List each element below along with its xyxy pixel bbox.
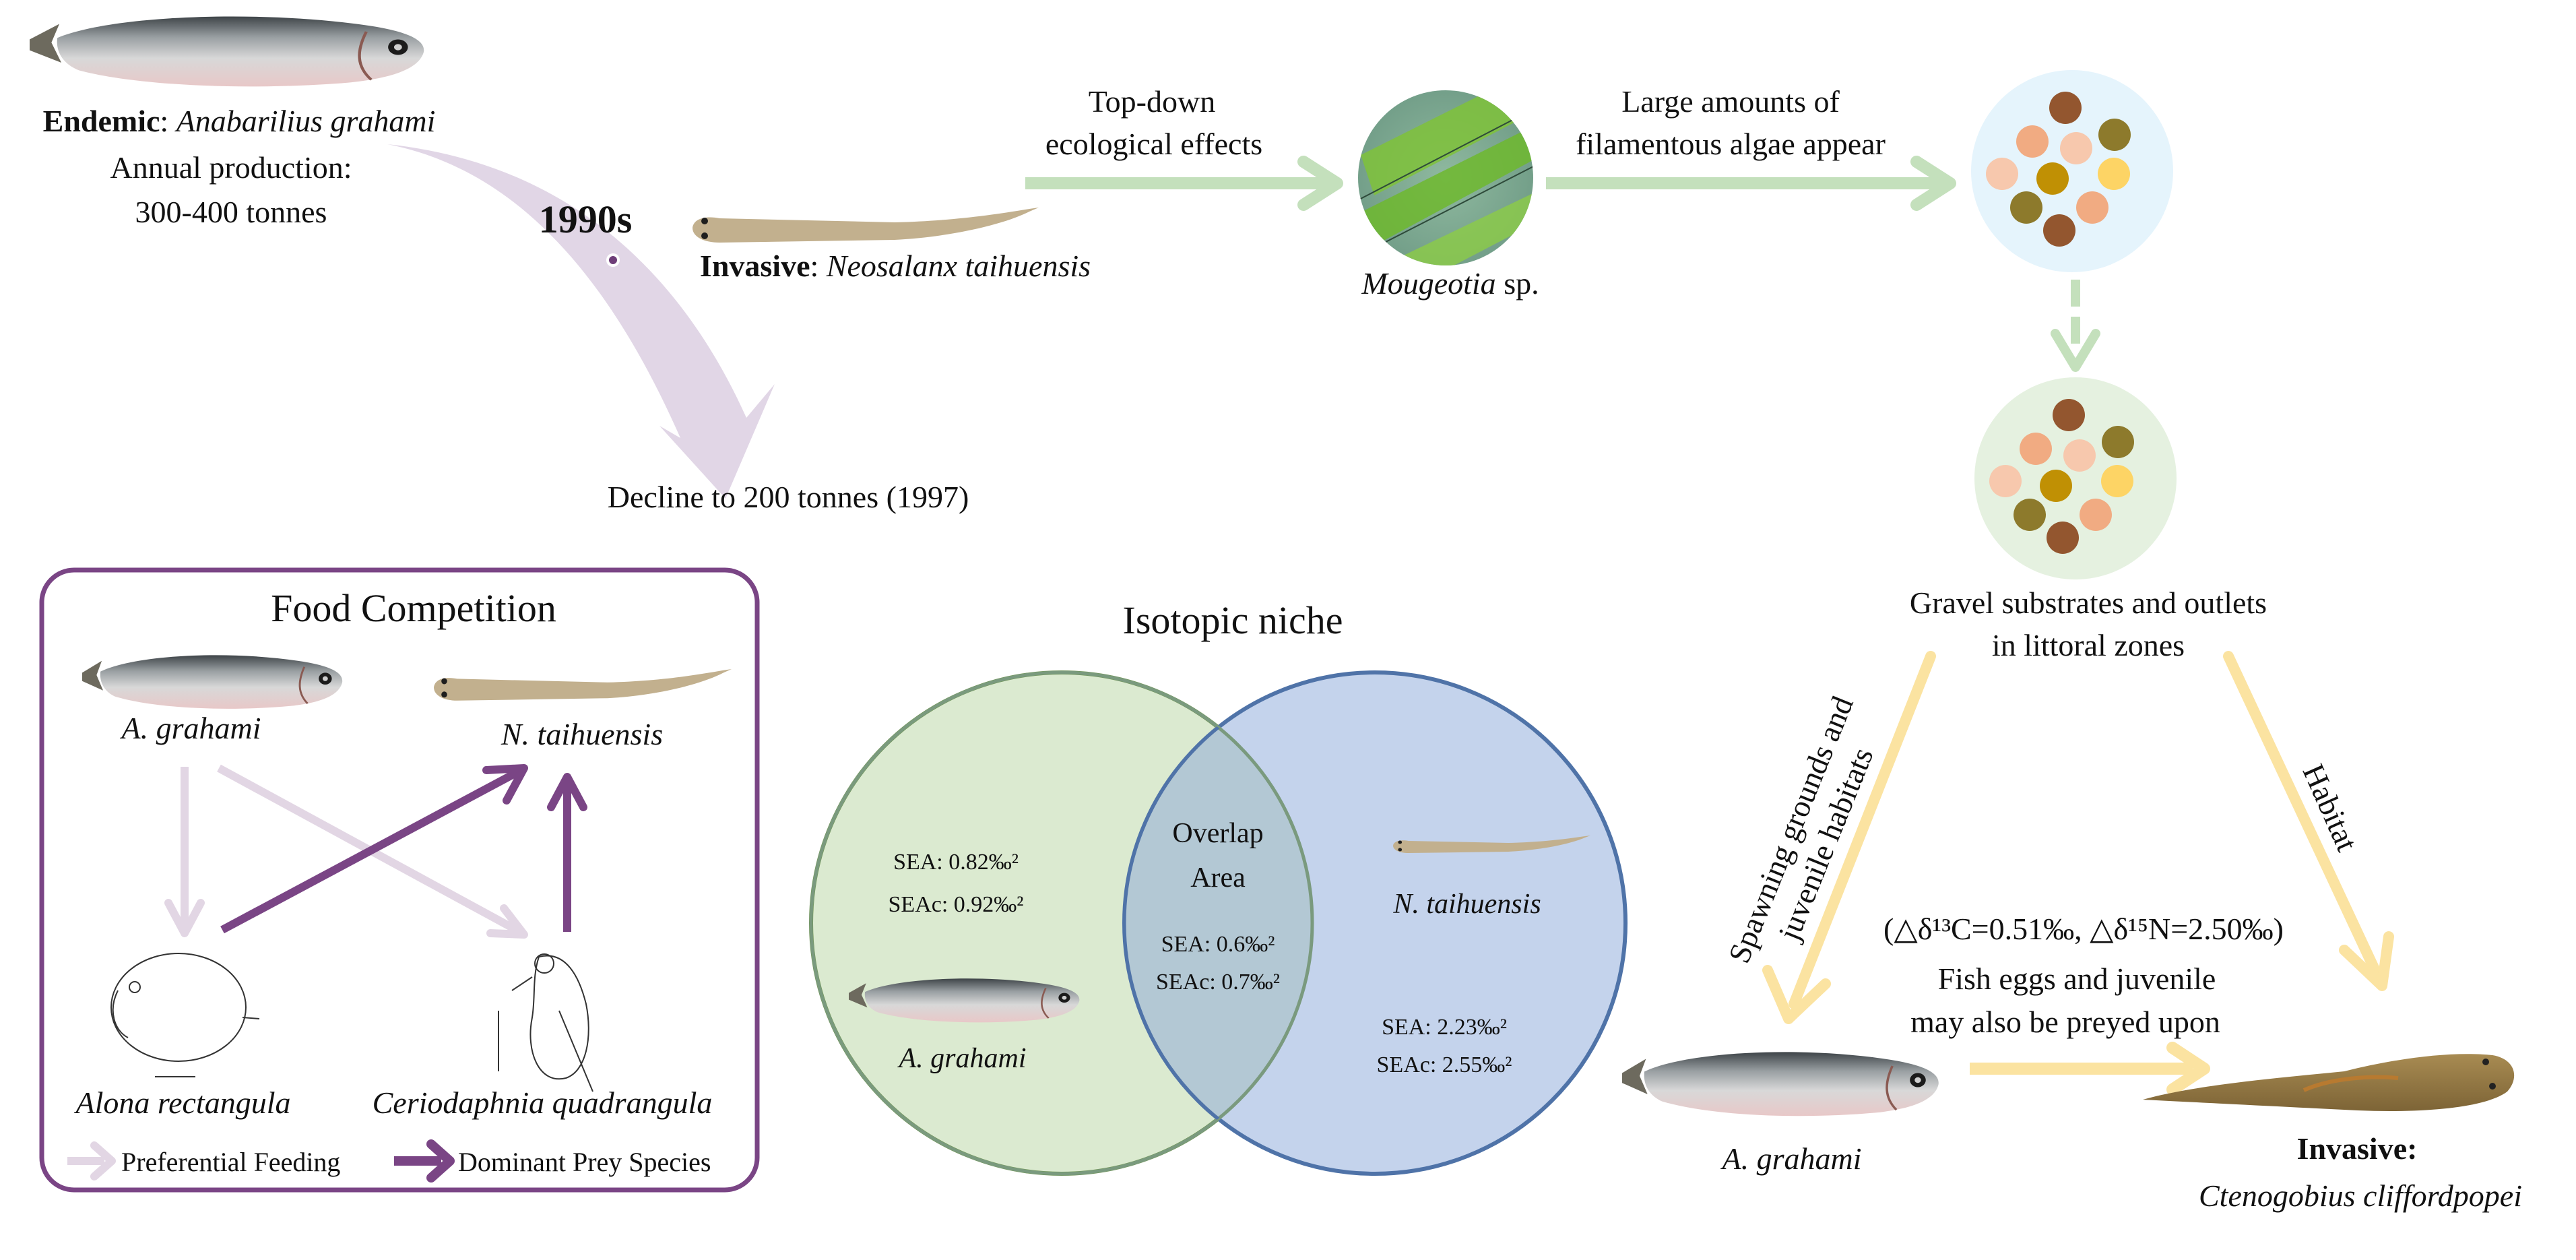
endemic-species: Anabarilius grahami	[174, 104, 436, 138]
venn-n-taihuensis-label: N. taihuensis	[1392, 889, 1541, 920]
legend-preferential-label: Preferential Feeding	[121, 1147, 340, 1177]
yellow-arrow-habitat	[2223, 651, 2394, 991]
food-competition-border	[39, 567, 760, 1193]
invasive-caption: Invasive: Neosalanx taihuensis	[700, 249, 1091, 283]
algae-suffix: sp.	[1496, 266, 1539, 301]
pebble	[2098, 158, 2130, 190]
pebble	[2014, 499, 2046, 531]
dashed-green-arrow	[2051, 280, 2100, 372]
green-arrow-2	[1546, 156, 1956, 211]
pebble	[2101, 465, 2133, 497]
pebble-cluster-gravel	[1974, 377, 2177, 579]
pebble	[2076, 191, 2108, 224]
pebble	[1989, 465, 2022, 497]
pebble	[2053, 399, 2085, 431]
native-fish-image	[1621, 1050, 1940, 1118]
overlap-label-line1: Overlap	[1172, 818, 1263, 849]
prey-1-label: Alona rectangula	[74, 1085, 291, 1120]
delta-isotope-text: (△δ¹³C=0.51‰, △δ¹⁵N=2.50‰)	[1883, 912, 2284, 946]
venn-a-grahami-label: A. grahami	[897, 1043, 1027, 1074]
top-down-line1: Top-down	[1089, 84, 1215, 119]
spawning-label: Spawning grounds and juvenile habitats	[1722, 691, 1880, 968]
timeline-section: Endemic: Anabarilius grahami Annual prod…	[30, 16, 1091, 514]
algae-line2: filamentous algae appear	[1576, 127, 1886, 161]
predation-line2: may also be preyed upon	[1910, 1005, 2220, 1039]
yellow-arrow-spawning	[1762, 651, 1936, 1024]
venn-circle-n-outline-inner	[1122, 672, 1312, 1174]
pebble	[1986, 158, 2018, 190]
alona-drawing	[110, 953, 260, 1077]
green-arrow-1	[1025, 156, 1343, 211]
native-species-label: A. grahami	[1720, 1141, 1862, 1176]
food-competition-title: Food Competition	[271, 586, 556, 630]
predator-2-label: N. taihuensis	[501, 717, 663, 751]
food-competition-panel: Food Competition A. grahami N. taihuensi…	[39, 567, 760, 1193]
pebble	[2010, 191, 2042, 224]
timeline-dot	[609, 256, 617, 264]
a-grahami-seac: SEAc: 0.92‰²	[889, 892, 1024, 917]
pebble	[2043, 214, 2075, 247]
yellow-arrow-predation	[1970, 1042, 2210, 1096]
top-down-line2: ecological effects	[1045, 127, 1262, 161]
overlap-seac: SEAc: 0.7‰²	[1156, 970, 1280, 995]
predator-1-label: A. grahami	[120, 711, 261, 745]
goby-species-label: Ctenogobius cliffordpopei	[2199, 1178, 2522, 1213]
pebble	[2016, 125, 2049, 158]
ceriodaphnia-drawing	[498, 953, 593, 1092]
isotopic-niche-panel: Isotopic niche SEA: 0.82‰² SEAc: 0.92‰² …	[809, 598, 1628, 1176]
pebble	[2040, 470, 2072, 502]
pebble	[2060, 132, 2092, 164]
legend-light-arrow-icon	[67, 1141, 116, 1180]
year-label: 1990s	[539, 197, 633, 241]
pebble	[2036, 162, 2069, 195]
pebble	[2080, 499, 2112, 531]
annual-production-label: Annual production:	[110, 150, 352, 185]
decline-label: Decline to 200 tonnes (1997)	[608, 480, 969, 514]
legend-dominant-label: Dominant Prey Species	[458, 1147, 711, 1177]
n-taihuensis-seac: SEAc: 2.55‰²	[1377, 1052, 1512, 1077]
goby-invasive-word: Invasive:	[2297, 1131, 2418, 1166]
habitat-triangle-section: Spawning grounds and juvenile habitats H…	[1621, 651, 2522, 1213]
predation-line1: Fish eggs and juvenile	[1938, 962, 2216, 996]
n-taihuensis-sea: SEA: 2.23‰²	[1382, 1015, 1507, 1040]
mougeotia-image	[1358, 90, 1533, 265]
preferential-arrow-1	[164, 767, 205, 937]
endemic-fish-image	[30, 16, 424, 86]
goby-invasive-label: Invasive:	[2297, 1131, 2418, 1166]
annual-production-value: 300-400 tonnes	[135, 195, 327, 229]
endemic-label: Endemic	[43, 104, 160, 138]
overlap-label-line2: Area	[1190, 862, 1246, 893]
invasive-label: Invasive	[700, 249, 810, 283]
habitat-label: Habitat	[2296, 759, 2365, 856]
goby-image	[2143, 1054, 2515, 1111]
algae-line1: Large amounts of	[1621, 84, 1840, 119]
algae-genus: Mougeotia	[1361, 266, 1495, 301]
pebble	[2047, 522, 2079, 554]
overlap-sea: SEA: 0.6‰²	[1161, 932, 1275, 957]
dominant-prey-arrow-1	[220, 764, 528, 934]
legend: Preferential Feeding Dominant Prey Speci…	[67, 1139, 711, 1183]
timeline-curved-arrow	[387, 144, 775, 499]
pebble	[2049, 92, 2082, 124]
invasive-eel-image	[693, 208, 1039, 243]
invasive-species: Neosalanx taihuensis	[826, 249, 1091, 283]
cascade-section: Top-down ecological effects Mougeotia sp…	[1025, 70, 2267, 662]
gravel-line2: in littoral zones	[1992, 628, 2185, 662]
endemic-caption: Endemic: Anabarilius grahami	[43, 104, 436, 138]
a-grahami-sea: SEA: 0.82‰²	[893, 850, 1019, 875]
dominant-prey-arrow-2	[547, 773, 587, 932]
venn-circle-a-outline-inner	[809, 670, 1314, 1176]
pebble	[2020, 433, 2052, 465]
habitat-label-group: Habitat	[2296, 759, 2365, 856]
pebble	[2102, 426, 2134, 458]
pebble-cluster-water	[1971, 70, 2173, 272]
gravel-line1: Gravel substrates and outlets	[1910, 586, 2267, 620]
isotopic-niche-title: Isotopic niche	[1123, 598, 1343, 642]
legend-dark-arrow-icon	[394, 1139, 455, 1183]
pebble	[2063, 439, 2096, 472]
venn-overlap-region	[1124, 672, 1312, 1174]
pebble	[2098, 119, 2131, 151]
prey-2-label: Ceriodaphnia quadrangula	[373, 1085, 713, 1120]
mougeotia-caption: Mougeotia sp.	[1361, 266, 1539, 301]
